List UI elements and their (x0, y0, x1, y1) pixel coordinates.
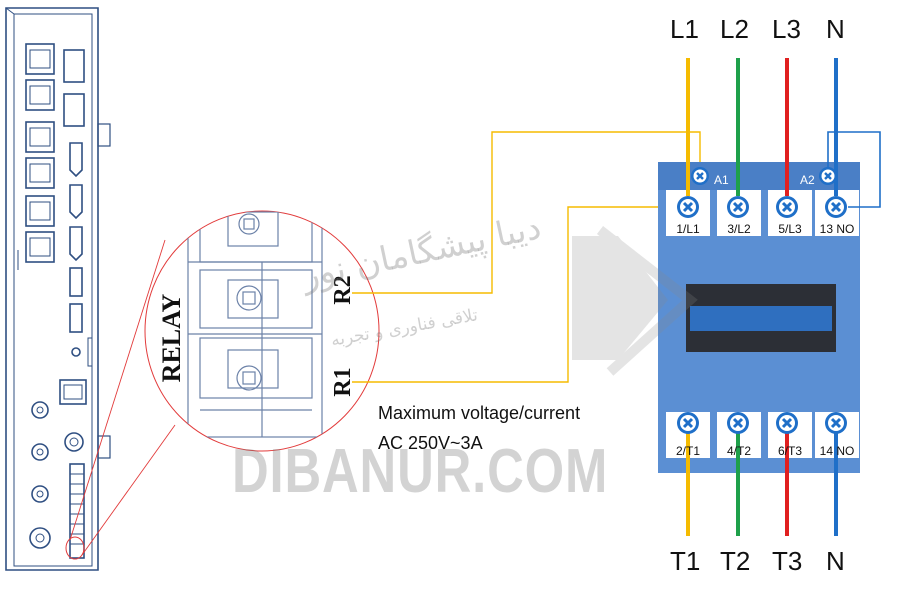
output-label-t2: T2 (720, 546, 751, 576)
terminal-label-bottom: 6/T3 (778, 444, 802, 458)
supply-label-l2: L2 (720, 14, 749, 44)
screw-icon (825, 412, 847, 434)
ethernet-port-stack-1 (25, 43, 55, 111)
watermark-text: DIBANUR.COM (232, 437, 609, 506)
coil-label-a2: A2 (800, 173, 815, 187)
terminal-label-bottom: 2/T1 (676, 444, 700, 458)
terminal-label-top: 5/L3 (778, 222, 802, 236)
rating-note-line2: AC 250V~3A (378, 433, 483, 453)
screw-icon (677, 196, 699, 218)
terminal-label-bottom: 4/T2 (727, 444, 751, 458)
ethernet-port-stack-3 (25, 195, 55, 263)
zoom-line (81, 424, 176, 556)
control-wire-r1 (352, 206, 688, 383)
output-label-n: N (826, 546, 845, 576)
supply-label-n: N (826, 14, 845, 44)
phase-wires (686, 58, 838, 536)
status-window (690, 306, 832, 331)
screw-icon (677, 412, 699, 434)
relay-terminal-r2: R2 (330, 275, 356, 304)
usb-port (69, 267, 83, 297)
terminal-label-top: 13 NO (820, 222, 855, 236)
module-slot (63, 93, 85, 127)
neutral-coil-wire (827, 131, 881, 208)
relay-terminal-r1: R1 (330, 367, 356, 396)
relay-title: RELAY (157, 293, 186, 382)
screw-icon (727, 196, 749, 218)
control-wire-r2 (352, 131, 701, 294)
relay-zoom: RELAY R2 R1 (144, 210, 380, 452)
terminal-label-bottom: 14 NO (820, 444, 855, 458)
zoom-line (69, 239, 166, 541)
hdmi-port (69, 226, 83, 262)
terminal-strip (69, 463, 85, 559)
screw-icon (691, 167, 709, 185)
output-label-t3: T3 (772, 546, 803, 576)
watermark-logo (572, 226, 698, 376)
ethernet-port-stack-2 (25, 121, 55, 189)
terminal-screws (677, 167, 847, 434)
rating-note-line1: Maximum voltage/current (378, 403, 581, 423)
coil-label-a1: A1 (714, 173, 729, 187)
supply-label-l1: L1 (670, 14, 699, 44)
round-connectors (29, 401, 84, 549)
hdmi-port (69, 142, 83, 178)
screw-icon (727, 412, 749, 434)
terminal-labels: 1/L1 3/L2 5/L3 13 NO 2/T1 4/T2 6/T3 14 N… (676, 222, 854, 458)
relay-highlight-ring (65, 536, 85, 560)
module-slot (63, 49, 85, 83)
lan-port (59, 379, 87, 405)
hdmi-port (69, 184, 83, 220)
screw-icon (776, 196, 798, 218)
device-rear-panel (5, 7, 111, 571)
screw-icon (825, 196, 847, 218)
output-label-t1: T1 (670, 546, 701, 576)
screw-icon (819, 167, 837, 185)
terminal-label-top: 1/L1 (676, 222, 700, 236)
supply-label-l3: L3 (772, 14, 801, 44)
usb-port (69, 303, 83, 333)
screw-icon (776, 412, 798, 434)
terminal-label-top: 3/L2 (727, 222, 751, 236)
reset-button (71, 347, 81, 357)
